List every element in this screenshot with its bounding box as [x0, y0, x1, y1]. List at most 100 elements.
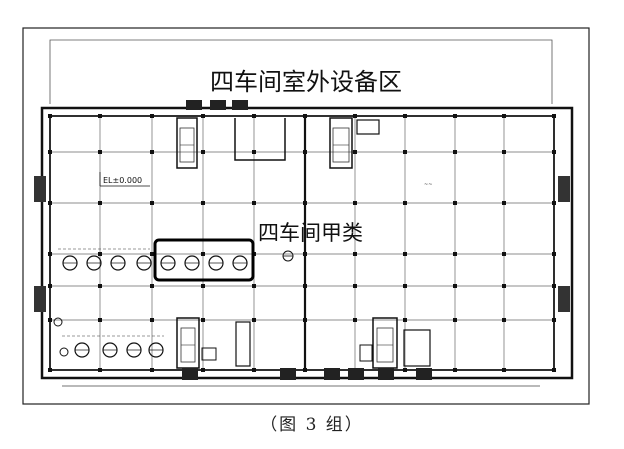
roof-shaft: [232, 100, 248, 110]
column: [150, 252, 154, 256]
exterior-door-shafts: [34, 100, 570, 380]
column: [502, 284, 506, 288]
stair-room-bottom-left: [176, 317, 200, 369]
column: [252, 114, 256, 118]
figure-caption: （图 3 组）: [260, 415, 364, 435]
column: [403, 114, 407, 118]
column: [98, 284, 102, 288]
column: [98, 368, 102, 372]
equipment-highlight-box: [153, 238, 255, 282]
marker-left: [53, 317, 63, 327]
column: [150, 150, 154, 154]
column: [98, 201, 102, 205]
column: [353, 318, 357, 322]
column: [98, 252, 102, 256]
outdoor-area-boundary: [49, 39, 553, 104]
column: [252, 284, 256, 288]
column: [353, 201, 357, 205]
equipment-tanks: [58, 248, 248, 358]
side-door-right: [558, 176, 570, 202]
column: [552, 201, 556, 205]
outdoor-area-label: 四车间室外设备区: [210, 68, 402, 96]
column: [552, 150, 556, 154]
column: [453, 114, 457, 118]
column: [552, 252, 556, 256]
column: [48, 114, 52, 118]
building-outer-wall: [40, 106, 574, 380]
roof-shaft: [186, 100, 202, 110]
stair-room-bottom-right: [372, 317, 398, 369]
column: [252, 150, 256, 154]
column: [453, 150, 457, 154]
column: [502, 318, 506, 322]
stair-room-top-left: [176, 117, 198, 169]
bottom-door: [416, 368, 432, 380]
bottom-door: [280, 368, 296, 380]
column: [403, 201, 407, 205]
column: [453, 201, 457, 205]
tank-bottom-left: [235, 321, 251, 367]
workshop-class-label: 四车间甲类: [258, 221, 363, 245]
column: [201, 252, 205, 256]
column: [48, 150, 52, 154]
roof-shaft: [210, 100, 226, 110]
column: [201, 201, 205, 205]
column: [150, 114, 154, 118]
bottom-door: [348, 368, 364, 380]
column: [403, 150, 407, 154]
column: [201, 318, 205, 322]
column: [252, 368, 256, 372]
column: [48, 368, 52, 372]
column: [98, 318, 102, 322]
column: [48, 284, 52, 288]
small-pump: [59, 347, 69, 357]
door-box-top-right: [356, 119, 380, 135]
column: [453, 318, 457, 322]
column: [98, 114, 102, 118]
side-door-left: [34, 176, 46, 202]
column: [201, 114, 205, 118]
column: [403, 368, 407, 372]
column: [502, 201, 506, 205]
column: [403, 284, 407, 288]
column: [552, 284, 556, 288]
drawing-frame: [22, 27, 590, 405]
column: [453, 368, 457, 372]
column: [48, 318, 52, 322]
column: [150, 318, 154, 322]
elevation-label: EL±0.000: [103, 176, 142, 185]
column: [201, 368, 205, 372]
elevation-marker: EL±0.000: [99, 172, 150, 187]
column: [48, 201, 52, 205]
column: [252, 201, 256, 205]
column: [48, 252, 52, 256]
bottom-door: [324, 368, 340, 380]
column: [201, 284, 205, 288]
small-room-top-center: [234, 118, 286, 161]
column: [353, 284, 357, 288]
column: [403, 252, 407, 256]
column: [353, 150, 357, 154]
fixture-bottom-left: [201, 347, 217, 361]
column: [150, 284, 154, 288]
bottom-door: [378, 368, 394, 380]
column: [353, 114, 357, 118]
column: [403, 318, 407, 322]
column-grid: [49, 115, 555, 371]
column: [453, 252, 457, 256]
column: [252, 318, 256, 322]
small-mark-right: ~~: [424, 182, 432, 188]
side-door-left: [34, 286, 46, 312]
column: [502, 114, 506, 118]
column: [502, 252, 506, 256]
column: [353, 252, 357, 256]
column: [201, 150, 205, 154]
structural-columns: [48, 114, 556, 372]
column: [502, 150, 506, 154]
stair-room-top-right: [329, 117, 353, 169]
column: [552, 368, 556, 372]
bottom-door: [182, 368, 198, 380]
side-door-right: [558, 286, 570, 312]
fixture-bottom-right: [359, 344, 373, 362]
